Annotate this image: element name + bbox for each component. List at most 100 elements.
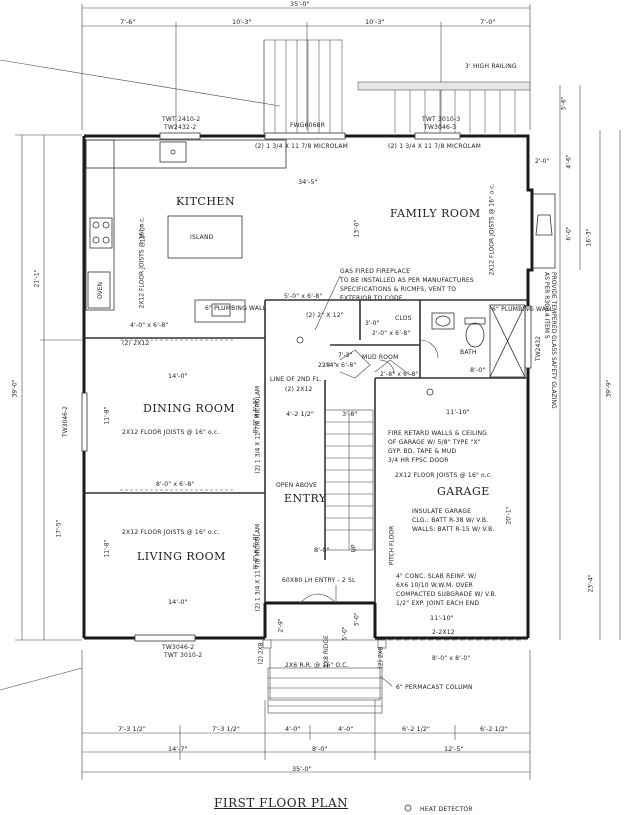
- island-label: ISLAND: [190, 234, 214, 241]
- bottom-dim-1: 7'-3 1/2": [118, 725, 146, 733]
- living-joists: 2X12 FLOOR JOISTS @ 16" o.c.: [122, 529, 220, 536]
- fire-note-2: OF GARAGE W/ 5/8" TYPE "X": [388, 439, 481, 446]
- fireplace-note-3: SPECIFICATIONS & RICMFS, VENT TO: [340, 286, 457, 293]
- fire-note-3: GYP. BD. TAPE & MUD: [388, 448, 457, 455]
- garage-door-label: 8'-0" x 8'-0": [432, 655, 471, 662]
- window-tr-label: TWT 3010-3: [422, 116, 461, 123]
- porch-right-dim: 5'-0": [341, 626, 349, 641]
- dining-door: 8'-0" x 6'-8": [156, 481, 195, 488]
- top-dim-1: 7'-6": [120, 18, 136, 26]
- kitchen-room-label: KITCHEN: [176, 195, 236, 208]
- garage-header: 2-2X12: [432, 629, 455, 636]
- bottom-dim-2: 7'-3 1/2": [212, 725, 240, 733]
- top-dim-4: 7'-0": [480, 18, 496, 26]
- clos-label: CLOS: [395, 315, 412, 322]
- dining-joists: 2X12 FLOOR JOISTS @ 16" o.c.: [122, 429, 220, 436]
- top-dim-3: 10'-3": [365, 18, 385, 26]
- microlam-left: (2) 1 3/4 X 11 7/8 MICROLAM: [255, 143, 349, 150]
- line-2nd-beam: (2) 2X12: [285, 386, 313, 393]
- insulate-3: WALLS: BATT R-15 W/ V.B.: [412, 526, 495, 533]
- conc-note-3: COMPACTED SUBGRADE W/ V.B.: [396, 591, 498, 598]
- bottom2-dim-2: 8'-0": [312, 745, 328, 753]
- left-dim-3: 17'-5": [55, 519, 63, 538]
- porch-rr-label: 2X6 R.R. @ 16" O.C.: [285, 662, 349, 669]
- clos-door: 2'-0" x 6'-8": [372, 330, 411, 337]
- microlam-right: (2) 1 3/4 X 11 7/8 MICROLAM: [388, 143, 482, 150]
- window-tl-label: TWT 2410-2: [162, 116, 201, 123]
- entry-dim-3ft: 3'-8": [342, 410, 358, 418]
- left-dim-2: 39'-0": [11, 379, 19, 398]
- window-bl-label: TW3046-2: [162, 644, 195, 651]
- window-tl2-label: TW2432-2: [164, 124, 197, 131]
- conc-note-1: 4" CONC. SLAB REINF. W/: [396, 573, 477, 580]
- right-dim-5: 16'-3": [585, 228, 593, 247]
- bottom-dim-6: 6'-2 1/2": [480, 725, 508, 733]
- bottom-overall-dim: 35'-0": [292, 765, 312, 773]
- insulate-1: INSULATE GARAGE: [412, 508, 472, 515]
- heat-detector-legend: HEAT DETECTOR: [420, 806, 473, 813]
- fireplace-note-4: EXTERIOR TO CODE.: [340, 295, 405, 302]
- dining-header: 8'-0" x 6'-8": [252, 397, 260, 434]
- kitchen-header-dim: 4'-0" x 6'-8": [130, 322, 169, 329]
- right-dim-4: 6'-0": [565, 226, 573, 241]
- stair-width-dim: 7'-3": [338, 352, 353, 359]
- right-dim-1: 3'-6": [560, 96, 568, 111]
- bottom-dim-5: 6'-2 1/2": [402, 725, 430, 733]
- family-depth-dim: 13'-0": [353, 219, 361, 238]
- window-tr2-label: TW3046-3: [424, 124, 457, 131]
- stair-dim: 8'-0": [314, 546, 330, 554]
- living-depth-dim: 11'-8": [103, 539, 111, 558]
- plan-title: FIRST FLOOR PLAN: [214, 796, 349, 810]
- bottom2-dim-1: 14'-7": [168, 745, 188, 753]
- top-dim-2: 10'-3": [232, 18, 252, 26]
- porch-right2-dim: 3'-0": [353, 612, 361, 627]
- garage-room-label: GARAGE: [437, 485, 490, 498]
- living-door: 8'-0" x 6'-8": [252, 533, 260, 570]
- insulate-2: CLG.: BATT R-38 W/ V.B.: [412, 517, 489, 524]
- porch-beam2-label: (2) 2X8: [377, 646, 385, 669]
- plumbing-wall: 6" PLUMBING WALL: [205, 305, 267, 312]
- garage-joists: 2X12 FLOOR JOISTS @ 16" o.c.: [395, 472, 493, 479]
- fire-note-1: FIRE RETARD WALLS & CEILING: [388, 430, 488, 437]
- mud-door: 2'-8" x 6'-8": [380, 371, 419, 378]
- dining-room-label: DINING ROOM: [143, 402, 236, 415]
- fire-note-4: 3/4 HR FPSC DOOR: [388, 457, 449, 464]
- kitchen-width-dim: 34'-5": [298, 178, 318, 186]
- bottom-dim-4: 4'-0": [338, 725, 354, 733]
- top-overall-dim: 35'-0": [290, 0, 310, 8]
- bottom2-dim-3: 12'-5": [444, 745, 464, 753]
- entry-room-label: ENTRY: [284, 492, 327, 505]
- garage-depth-dim: 20'-1": [505, 506, 513, 525]
- clos-dim-3: 3'-0": [365, 320, 380, 327]
- family-room-label: FAMILY ROOM: [390, 207, 481, 220]
- kitchen-beam-2: (2) 2X12: [122, 340, 150, 347]
- left-dim-1: 21'-1": [33, 269, 41, 288]
- entry-door-label: 60X80 LH ENTRY - 2 SL: [282, 577, 356, 584]
- right-dim-7: 23'-4": [587, 574, 595, 593]
- dining-width-dim: 14'-0": [168, 372, 188, 380]
- right-dim-6: 39'-9": [605, 379, 613, 398]
- right-dim-2: 2'-0": [535, 158, 550, 165]
- garage-width-bottom: 11'-10": [430, 614, 454, 622]
- up-label: UP: [350, 544, 358, 553]
- porch-beam-label: (2) 2X8: [257, 642, 265, 665]
- kitchen-header2: 5'-0" x 6'-8": [284, 293, 323, 300]
- living-width-dim: 14'-0": [168, 598, 188, 606]
- dining-depth-dim: 11'-8": [103, 406, 111, 425]
- column-label: 6" PERMACAST COLUMN: [396, 684, 473, 691]
- kitchen-joists: 2X12 FLOOR JOISTS @ 16" o.c.: [138, 216, 146, 309]
- family-joists: 2X12 FLOOR JOISTS @ 16" o.c.: [488, 183, 496, 276]
- open-above-label: OPEN ABOVE: [276, 482, 318, 489]
- fireplace-note-1: GAS FIRED FIREPLACE: [340, 268, 411, 275]
- bottom-dim-3: 4'-0": [285, 725, 301, 733]
- railing-label: 3' HIGH RAILING: [465, 63, 517, 70]
- entry-dim-4ft: 4'-2 1/2": [286, 410, 314, 418]
- pitch-label: PITCH FLOOR: [388, 525, 396, 566]
- window-bl2-label: TWT 3010-2: [164, 652, 203, 659]
- clos-dim-2: 2'-4": [322, 362, 337, 369]
- window-left-label: TW3046-2: [61, 406, 69, 437]
- bath-dim: 8'-0": [470, 366, 486, 374]
- living-room-label: LIVING ROOM: [137, 550, 226, 563]
- porch-ridge-label: 2X8 RIDGE: [322, 635, 330, 668]
